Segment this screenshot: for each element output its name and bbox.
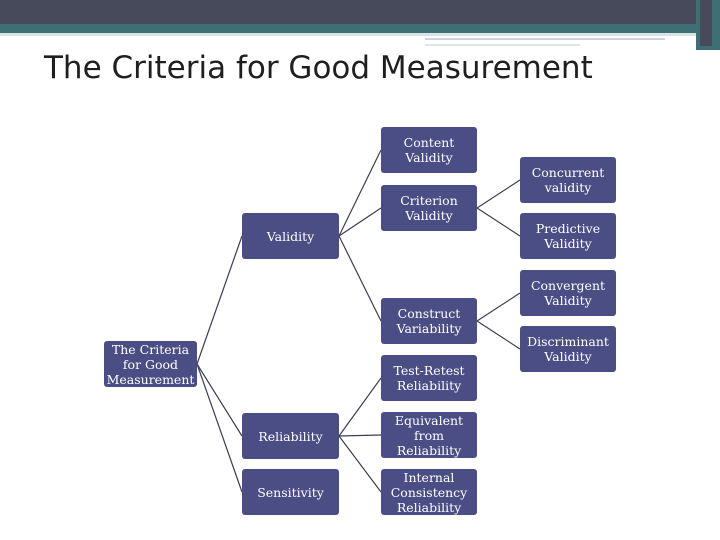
node-discriminant-validity: Discriminant Validity bbox=[520, 326, 616, 372]
node-criterion-validity: Criterion Validity bbox=[381, 185, 477, 231]
connector-reliability-internal bbox=[338, 435, 382, 493]
node-validity: Validity bbox=[242, 213, 339, 259]
connector-construct-convergent bbox=[476, 292, 521, 322]
node-reliability: Reliability bbox=[242, 413, 339, 459]
title-underline-2 bbox=[425, 44, 580, 46]
node-root-criteria: The Criteria for Good Measurement bbox=[104, 341, 197, 387]
connector-root-reliability bbox=[196, 363, 243, 437]
node-internal-consistency-reliability: Internal Consistency Reliability bbox=[381, 469, 477, 515]
connector-root-validity bbox=[196, 235, 243, 365]
node-sensitivity: Sensitivity bbox=[242, 469, 339, 515]
connector-root-sensitivity bbox=[196, 363, 243, 493]
title-underline-1 bbox=[425, 38, 665, 40]
connector-criterion-concurrent bbox=[476, 179, 521, 209]
header-bar bbox=[0, 0, 720, 24]
header-right-inner bbox=[700, 0, 712, 46]
node-test-retest-reliability: Test-Retest Reliability bbox=[381, 355, 477, 401]
node-convergent-validity: Convergent Validity bbox=[520, 270, 616, 316]
connector-reliability-equivalent bbox=[338, 434, 382, 437]
node-content-validity: Content Validity bbox=[381, 127, 477, 173]
node-equivalent-form-reliability: Equivalent from Reliability bbox=[381, 412, 477, 458]
node-construct-variability: Construct Variability bbox=[381, 298, 477, 344]
connector-validity-content bbox=[338, 149, 382, 237]
slide-title: The Criteria for Good Measurement bbox=[44, 50, 593, 86]
connector-criterion-predictive bbox=[476, 207, 521, 237]
header-highlight-line bbox=[0, 33, 720, 36]
connector-validity-criterion bbox=[338, 207, 382, 237]
node-concurrent-validity: Concurrent validity bbox=[520, 157, 616, 203]
header-accent-bar bbox=[0, 24, 720, 33]
connector-validity-construct bbox=[338, 235, 382, 322]
node-predictive-validity: Predictive Validity bbox=[520, 213, 616, 259]
connector-reliability-testretest bbox=[338, 377, 382, 437]
connector-construct-discriminant bbox=[476, 320, 521, 350]
